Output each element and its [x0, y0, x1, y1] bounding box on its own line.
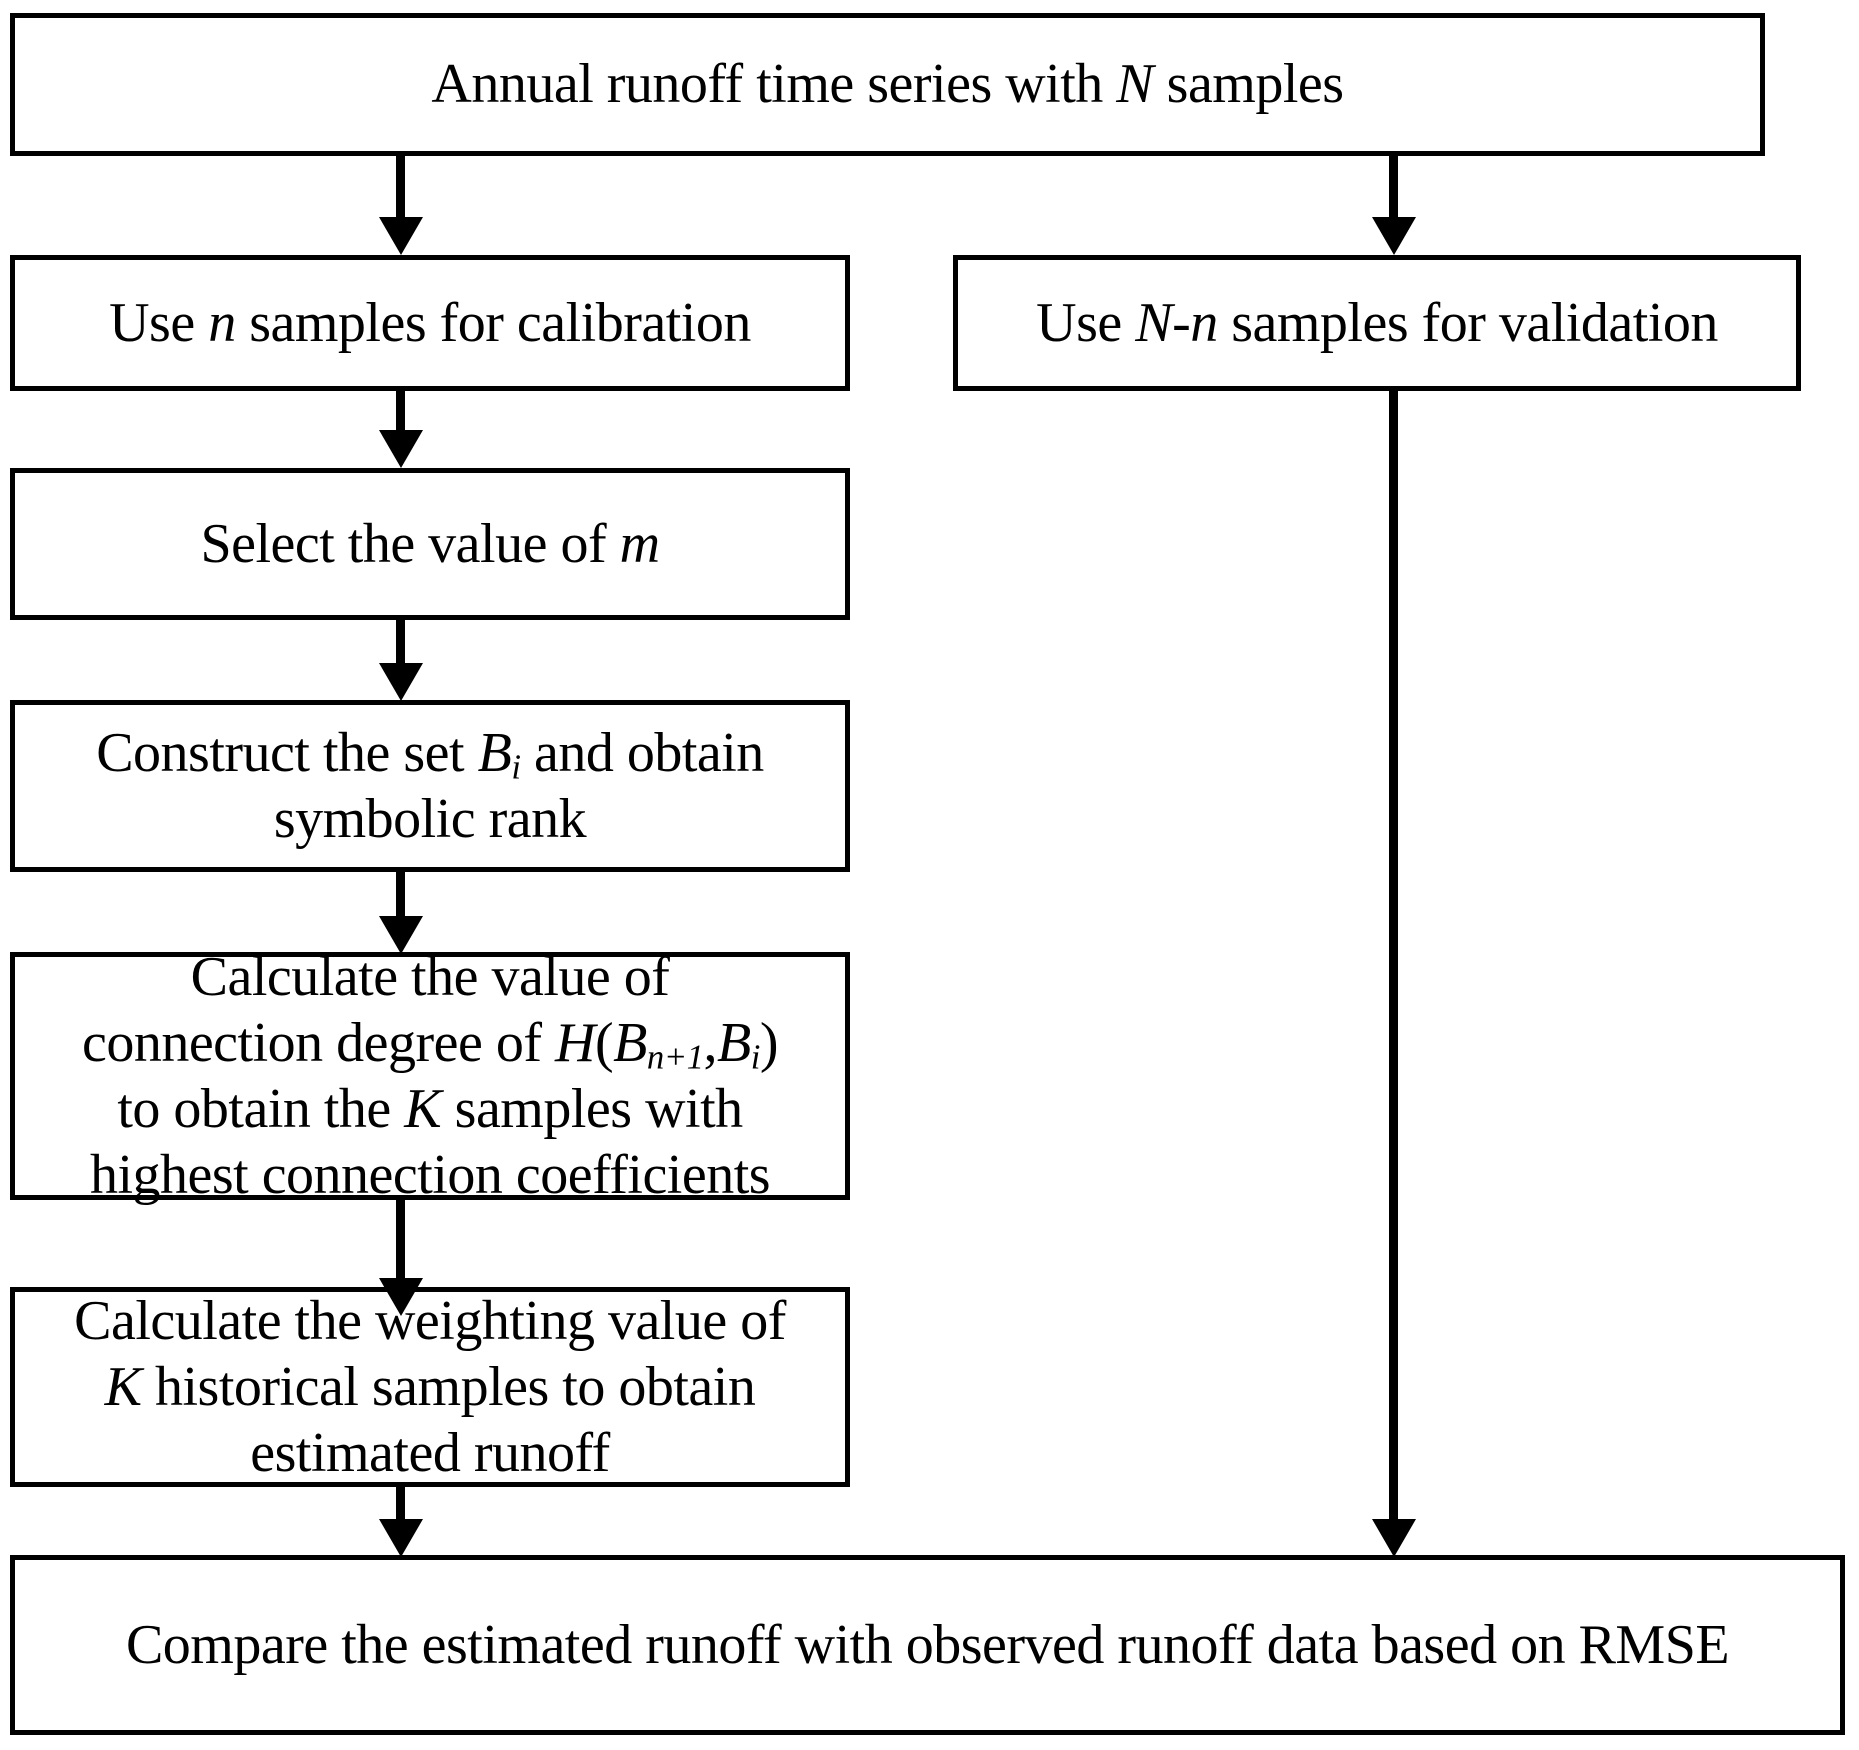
flow-node-compare-rmse: Compare the estimated runoff with observ… [10, 1555, 1845, 1735]
connector-source-to-calibration-line [396, 156, 405, 224]
arrowhead-down-icon [379, 916, 423, 954]
flow-node-text: Use n samples for calibration [109, 291, 751, 354]
arrowhead-down-icon [1372, 1519, 1416, 1557]
flow-node-select-value-of-m: Select the value of m [10, 468, 850, 620]
flow-node-text: Annual runoff time series with N samples [431, 53, 1344, 116]
arrowhead-down-icon [1372, 217, 1416, 255]
connector-weighting-to-compare-line [396, 1487, 405, 1523]
flow-node-text: Compare the estimated runoff with observ… [125, 1613, 1730, 1676]
flow-node-text: Use N-n samples for validation [1036, 291, 1718, 354]
arrowhead-down-icon [379, 1278, 423, 1316]
connector-construct-to-connection-line [396, 872, 405, 920]
flow-node-text: Select the value of m [200, 512, 660, 575]
flow-node-use-n-samples-calibration: Use n samples for calibration [10, 255, 850, 391]
connector-calibration-to-select-m-line [396, 391, 405, 433]
flow-node-use-n-samples-validation: Use N-n samples for validation [953, 255, 1801, 391]
connector-validation-to-compare-line [1389, 391, 1398, 1523]
connector-source-to-validation-line [1389, 156, 1398, 224]
arrowhead-down-icon [379, 663, 423, 701]
connector-connection-to-weighting-line [396, 1200, 405, 1282]
arrowhead-down-icon [379, 1519, 423, 1557]
arrowhead-down-icon [379, 430, 423, 468]
arrowhead-down-icon [379, 217, 423, 255]
flow-node-annual-runoff-source: Annual runoff time series with N samples [10, 13, 1765, 156]
connector-select-m-to-construct-line [396, 620, 405, 666]
